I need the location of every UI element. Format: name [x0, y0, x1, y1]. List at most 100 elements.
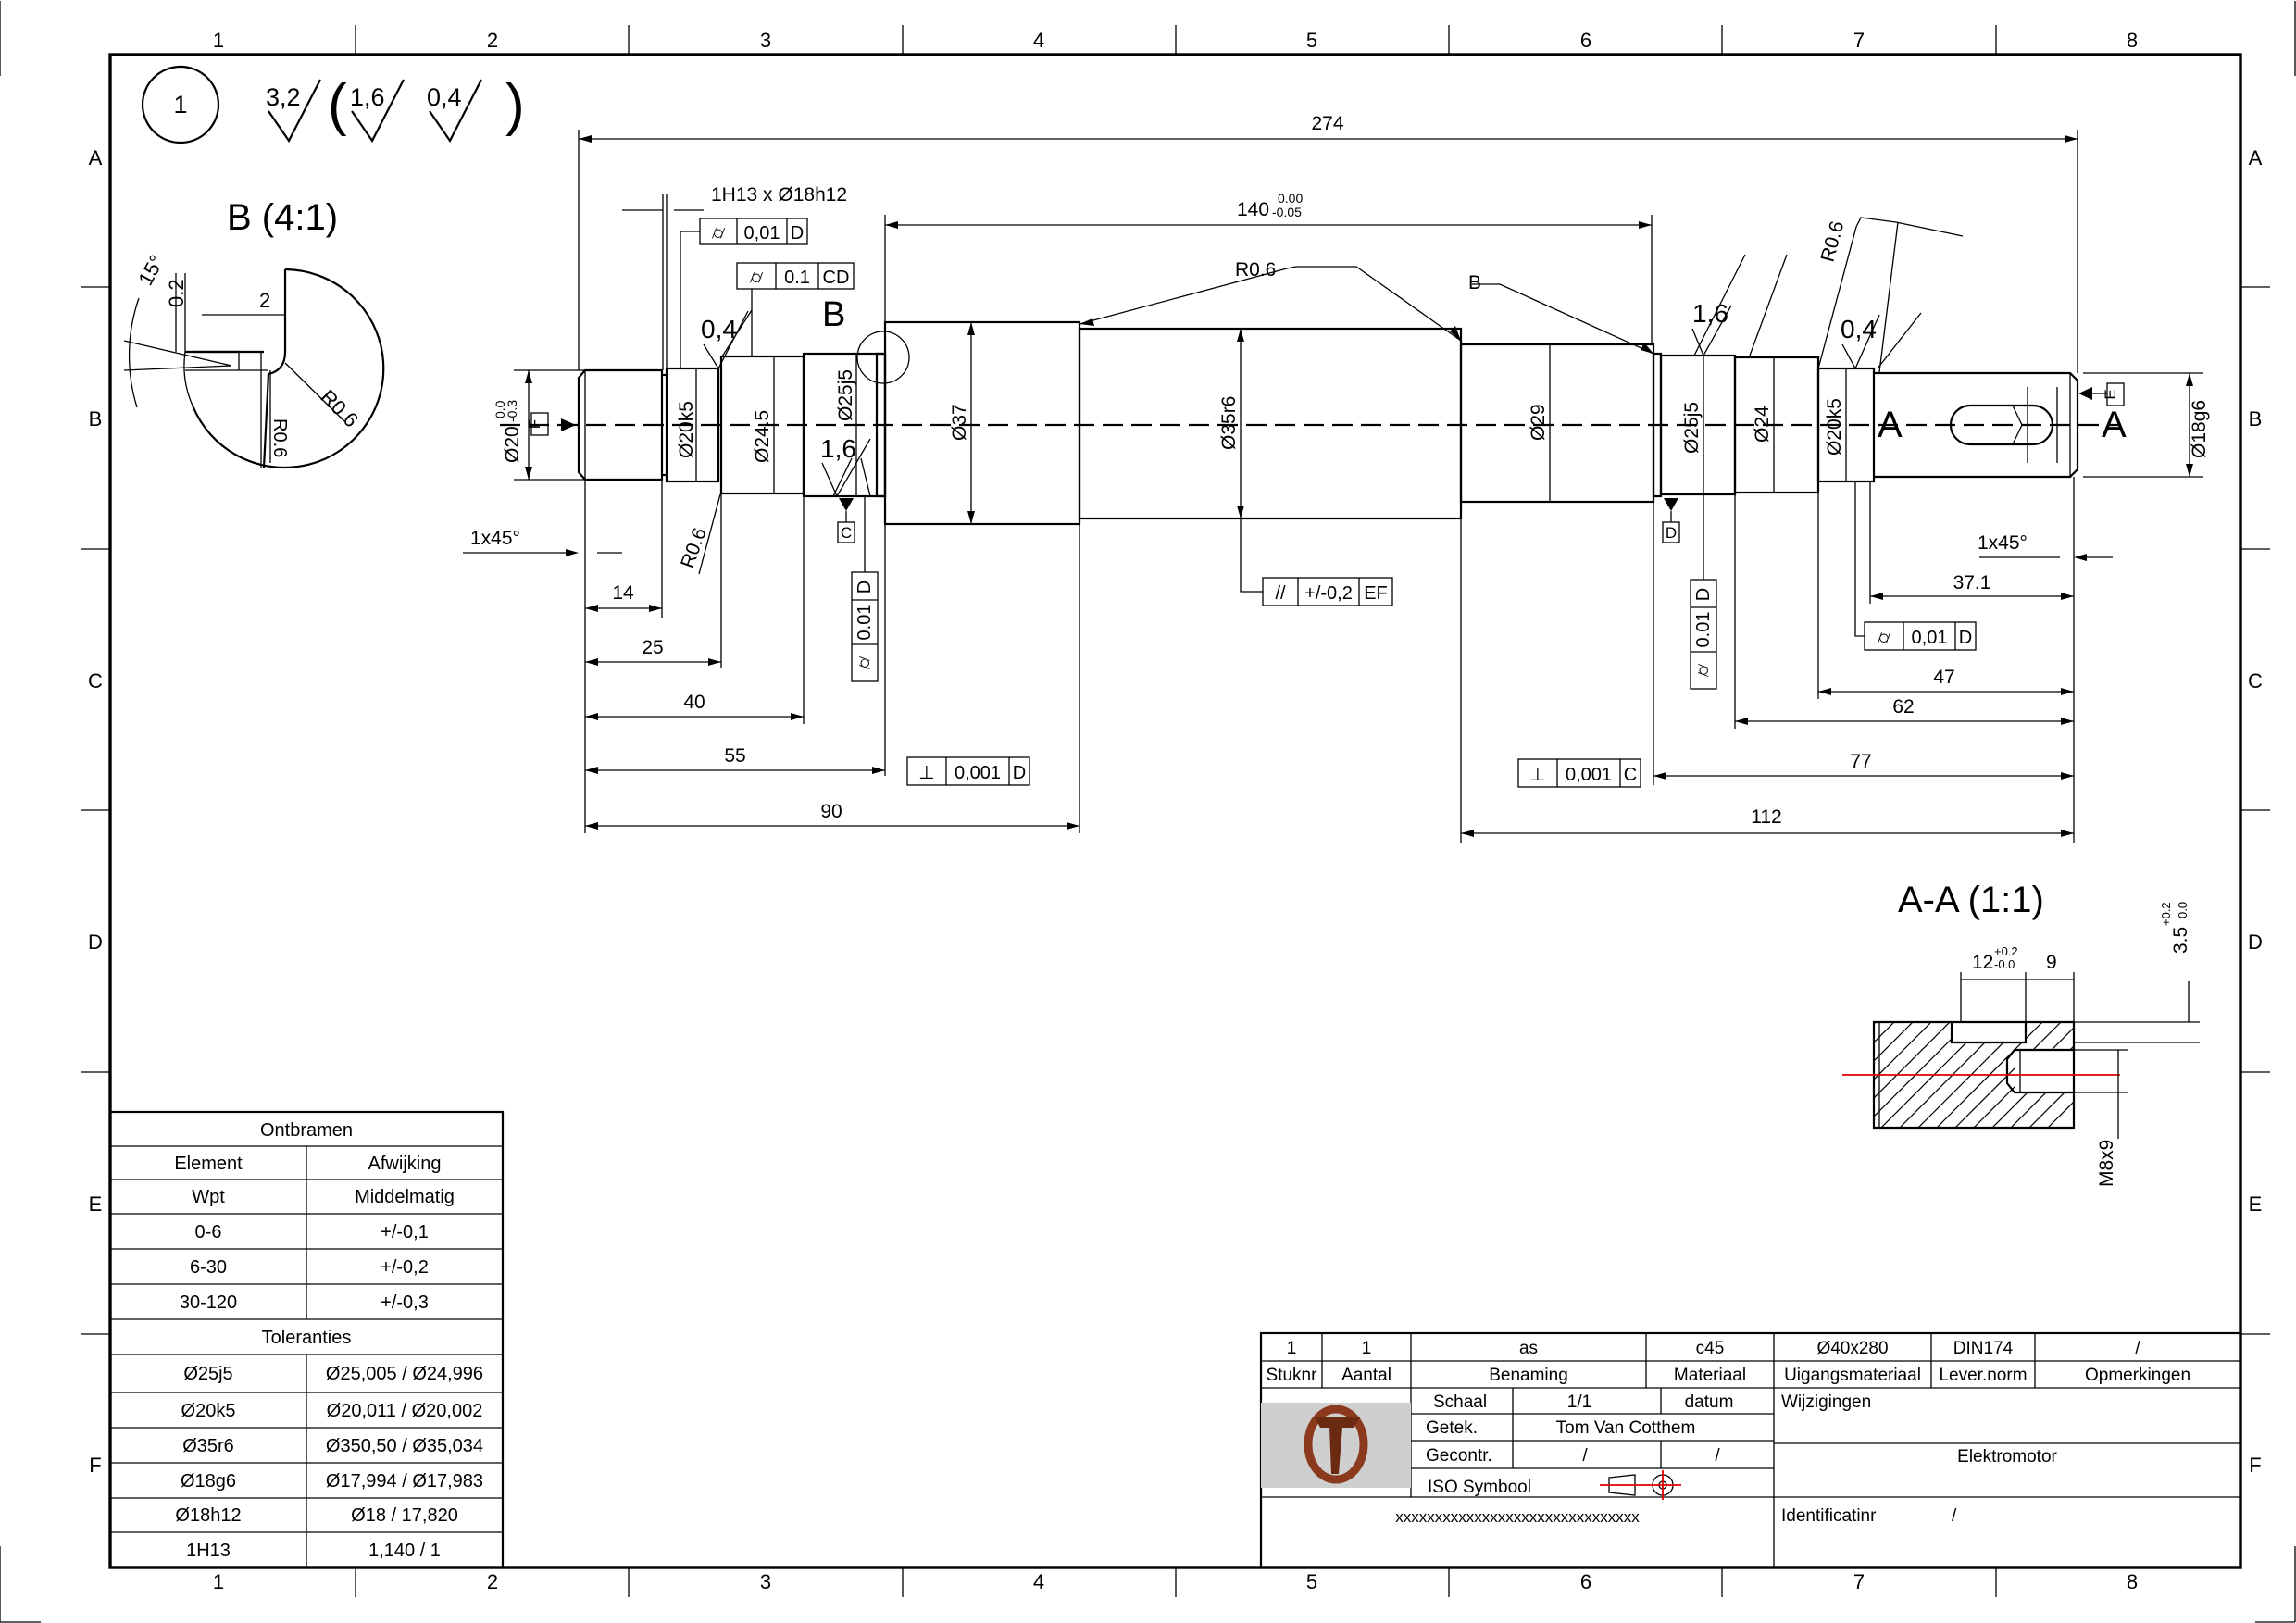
- dim-35r6: Ø35r6: [1218, 396, 1240, 450]
- tb-ident-value: /: [1952, 1506, 1957, 1526]
- ontbramen-header-element: Element: [174, 1154, 243, 1174]
- section-a-right: A: [2102, 405, 2127, 445]
- dim-d-left-tol-upper: 0.0: [493, 400, 507, 418]
- dim-chain-77: 77: [1850, 751, 1871, 772]
- section-dim-9: 9: [2046, 952, 2057, 973]
- grid-col-2-bottom: 2: [487, 1570, 498, 1593]
- section-title: A-A (1:1): [1898, 880, 2044, 920]
- tb-gecontr-datum: /: [1715, 1446, 1720, 1466]
- tb-datum-label: datum: [1685, 1392, 1734, 1412]
- section-dim-3-5-tol-lower: 0.0: [2176, 902, 2190, 918]
- ontbramen-title: Ontbramen: [260, 1120, 353, 1141]
- section-dim-12-tol-lower: -0.0: [1994, 957, 2015, 971]
- dim-140-tol-upper: 0.00: [1278, 191, 1303, 206]
- section-dim-3-5-tol-upper: +0.2: [2159, 902, 2173, 926]
- fcf-3-value: 0.01: [855, 605, 875, 641]
- tb-gecontr-value: /: [1582, 1446, 1588, 1466]
- section-dim-12-tol-upper: +0.2: [1994, 944, 2018, 958]
- grid-row-a-left: A: [89, 146, 103, 169]
- fcf-1-datum: D: [791, 223, 804, 243]
- grid-col-1-bottom: 1: [213, 1570, 224, 1593]
- datum-c: C: [841, 524, 852, 542]
- dim-chain-40: 40: [683, 692, 705, 713]
- fcf-4-symbol: ⊥: [918, 763, 934, 783]
- dim-29: Ø29: [1528, 404, 1549, 441]
- dim-chain-55: 55: [724, 745, 745, 767]
- grid-col-1-top: 1: [213, 29, 224, 52]
- ontbramen-cell-1-1: +/-0,1: [381, 1222, 429, 1242]
- tb-materiaal-header: Materiaal: [1674, 1366, 1746, 1385]
- fcf-8-datum: C: [1624, 765, 1637, 785]
- tol-cell-4-1: Ø18 / 17,820: [351, 1505, 458, 1526]
- tb-getekend-label: Getek.: [1426, 1418, 1478, 1438]
- detail-b-radius-inner: R0.6: [269, 418, 290, 457]
- radius-top: R0.6: [1235, 259, 1276, 281]
- tb-project: Elektromotor: [1957, 1447, 2057, 1467]
- roughness-marks: [703, 305, 1880, 498]
- tol-cell-3-0: Ø18g6: [181, 1471, 236, 1492]
- ontbramen-header-afwijking: Afwijking: [368, 1154, 442, 1174]
- tb-ident-label: Identificatinr: [1781, 1506, 1877, 1526]
- dim-24: Ø24: [1752, 406, 1773, 443]
- roughness-1: 0,4: [701, 315, 737, 343]
- toleranties-title: Toleranties: [262, 1328, 352, 1348]
- dim-d-left-tol-lower: -0.3: [505, 400, 519, 422]
- tol-cell-0-1: Ø25,005 / Ø24,996: [326, 1364, 483, 1384]
- ontbramen-cell-2-1: +/-0,2: [381, 1257, 429, 1278]
- ontbramen-cell-0-1: Middelmatig: [355, 1187, 455, 1207]
- grid-col-4-top: 4: [1033, 29, 1044, 52]
- grid-col-5-bottom: 5: [1306, 1570, 1317, 1593]
- datum-d: D: [1666, 524, 1677, 542]
- tb-schaal-value: 1/1: [1567, 1392, 1591, 1412]
- dim-140-tol-lower: -0.05: [1272, 205, 1302, 219]
- dim-37: Ø37: [949, 404, 970, 441]
- fcf-7-value: 0,01: [1912, 628, 1948, 648]
- tb-benaming-header: Benaming: [1489, 1366, 1568, 1385]
- grid-col-6-bottom: 6: [1580, 1570, 1591, 1593]
- fcf-2: ⌭ 0.1 CD: [736, 262, 855, 356]
- grid-row-a-right: A: [2249, 146, 2263, 169]
- tol-cell-2-0: Ø35r6: [182, 1436, 234, 1456]
- fcf-8: ⊥ 0,001 C: [1517, 758, 1641, 788]
- fcf-2-datum: CD: [823, 268, 850, 288]
- ontbramen-cell-2-0: 6-30: [190, 1257, 227, 1278]
- dim-overall-length: 274: [1311, 113, 1343, 134]
- grid-row-f-left: F: [89, 1454, 101, 1477]
- dim-chamfer-right: 1x45°: [1978, 532, 2028, 554]
- grid-row-e-right: E: [2249, 1192, 2263, 1216]
- radius-right: R0.6: [1817, 218, 1849, 264]
- tb-aantal-header: Aantal: [1341, 1366, 1391, 1385]
- tol-cell-1-0: Ø20k5: [181, 1401, 236, 1421]
- tol-cell-2-1: Ø350,50 / Ø35,034: [326, 1436, 483, 1456]
- leader-b-label: B: [1468, 272, 1481, 293]
- dim-chain-37-1: 37.1: [1953, 572, 1991, 593]
- dim-20k5-left: Ø20k5: [676, 401, 697, 458]
- detail-b-radius-outer: R0.6: [316, 385, 363, 432]
- dim-140: 140: [1237, 199, 1269, 220]
- iso-projection-symbol: [1600, 1470, 1681, 1500]
- dim-chain-14: 14: [612, 582, 634, 604]
- dim-chain-112: 112: [1751, 806, 1781, 828]
- grid-row-e-left: E: [89, 1192, 103, 1216]
- grid-col-8-bottom: 8: [2127, 1570, 2138, 1593]
- ontbramen-cell-3-0: 30-120: [180, 1292, 237, 1313]
- feature-control-frames: ⌭ 0,01 D ⌭ 0.1 CD D 0.01 ⌭ ⊥ 0,0: [680, 218, 1977, 788]
- grid-col-3-bottom: 3: [760, 1570, 771, 1593]
- dim-chain-47: 47: [1933, 667, 1954, 688]
- tb-benaming-value: as: [1519, 1339, 1538, 1358]
- fcf-5-datum: EF: [1364, 583, 1388, 604]
- section-view-a-a: A-A (1:1): [1842, 880, 2200, 1187]
- tol-cell-5-0: 1H13: [186, 1541, 231, 1561]
- tol-cell-0-0: Ø25j5: [183, 1364, 232, 1384]
- datum-f: F: [526, 419, 543, 429]
- roughness-bracket-close: ): [505, 73, 525, 137]
- grid-col-3-top: 3: [760, 29, 771, 52]
- fcf-5-value: +/-0,2: [1304, 583, 1353, 604]
- grid-col-2-top: 2: [487, 29, 498, 52]
- tol-cell-4-0: Ø18h12: [175, 1505, 241, 1526]
- tb-materiaal-value: c45: [1696, 1339, 1725, 1358]
- roughness-4: 0,4: [1841, 315, 1877, 343]
- dim-18g6: Ø18g6: [2189, 400, 2210, 458]
- part-number: 1: [173, 91, 187, 119]
